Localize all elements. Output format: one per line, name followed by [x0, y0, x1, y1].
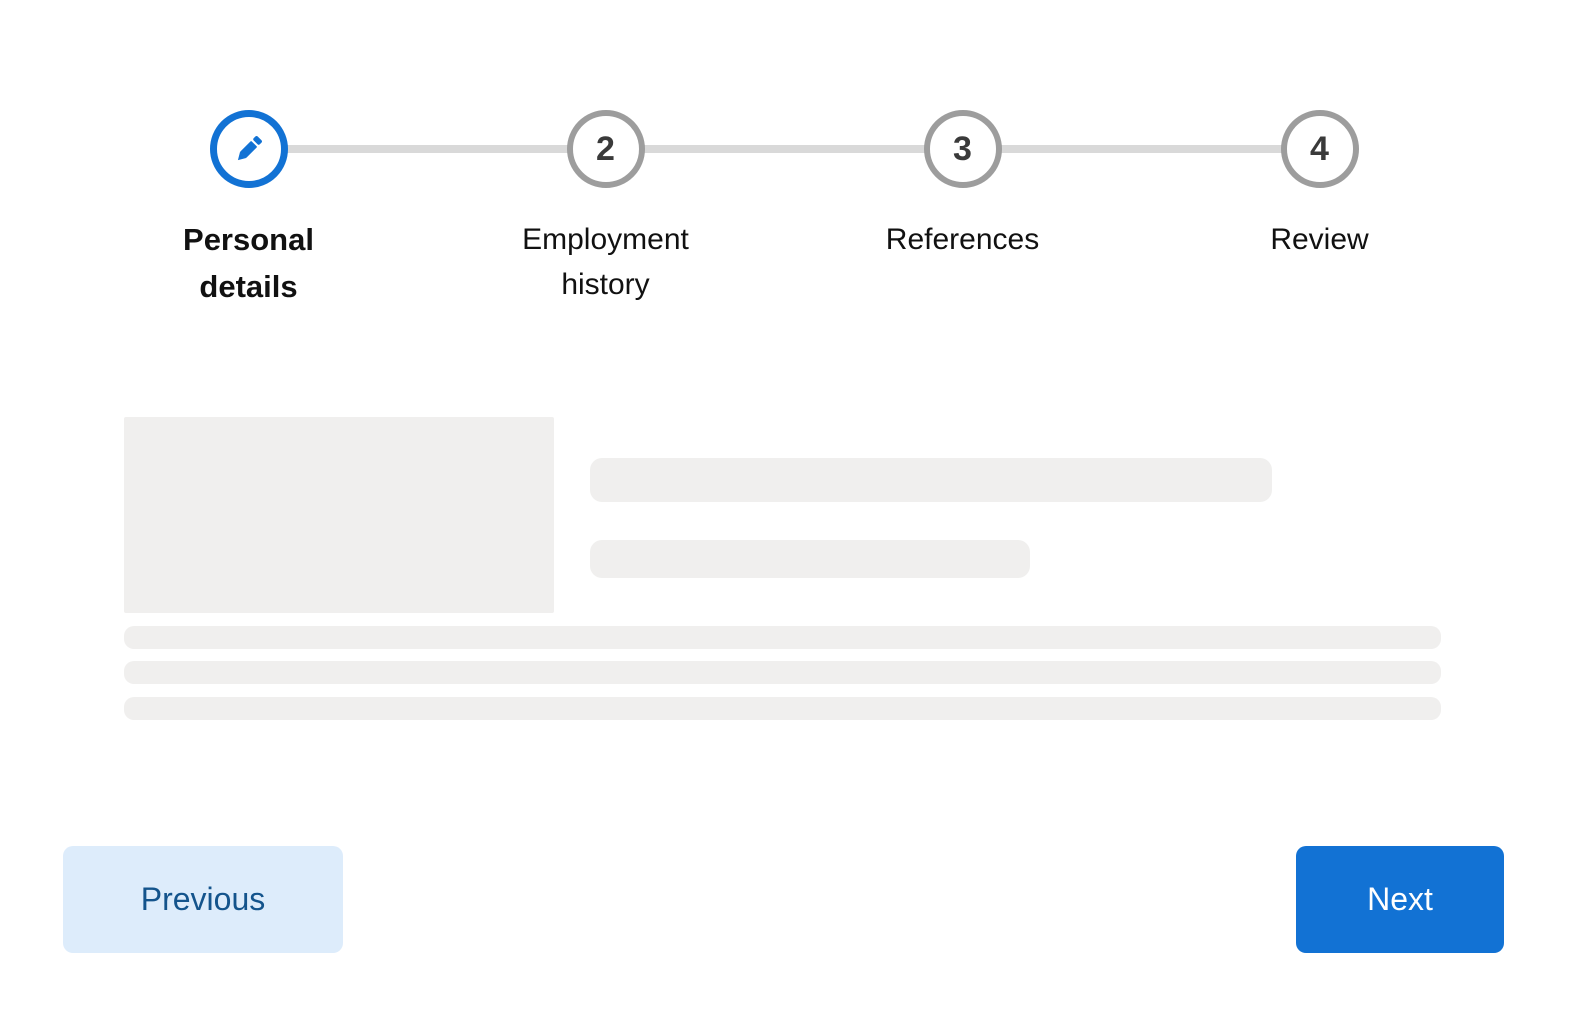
step-4-number: 4 — [1310, 130, 1329, 168]
next-button[interactable]: Next — [1296, 846, 1504, 953]
step-2-number: 2 — [596, 130, 615, 168]
step-1-label: Personal details — [183, 222, 314, 304]
full-width-line-placeholder — [124, 661, 1441, 684]
form-content-skeleton — [124, 417, 1441, 720]
step-employment-history: 2 Employment history — [427, 110, 784, 310]
text-line-placeholder-short — [590, 540, 1030, 578]
step-personal-details: Personal details — [70, 110, 427, 310]
step-references: 3 References — [784, 110, 1141, 310]
step-3-indicator[interactable]: 3 — [923, 110, 1002, 188]
text-line-placeholder-long — [590, 458, 1272, 502]
step-2-indicator[interactable]: 2 — [566, 110, 645, 188]
step-4-label: Review — [1270, 223, 1369, 256]
step-3-number: 3 — [953, 130, 972, 168]
wizard-stepper: Personal details 2 Employment history 3 … — [70, 110, 1498, 310]
step-2-label: Employment history — [522, 223, 689, 301]
full-width-line-placeholder — [124, 697, 1441, 720]
step-3-label: References — [885, 223, 1040, 256]
step-1-indicator[interactable] — [209, 110, 288, 188]
stepper-connector-line — [248, 145, 1320, 153]
step-4-indicator[interactable]: 4 — [1280, 110, 1359, 188]
image-placeholder — [124, 417, 554, 613]
pencil-edit-icon — [229, 129, 269, 169]
full-width-line-placeholder — [124, 626, 1441, 649]
step-review: 4 Review — [1141, 110, 1498, 310]
previous-button[interactable]: Previous — [63, 846, 343, 953]
